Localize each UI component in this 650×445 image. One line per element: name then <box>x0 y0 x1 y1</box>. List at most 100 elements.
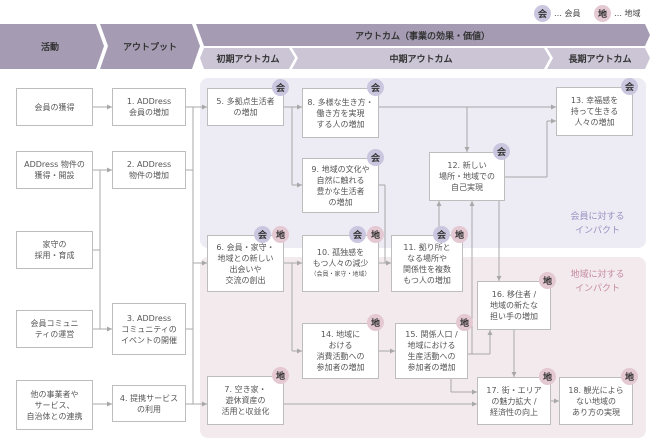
node-label: 3. ADDress コミュニティの イベントの開催 <box>121 313 177 345</box>
node-label: 6. 会員・家守・ 地域との新しい 出会いや 交流の創出 <box>216 242 275 285</box>
region-badge-icon: 地 <box>594 5 611 22</box>
node-label: ADDress 物件の 獲得・開設 <box>24 160 85 180</box>
regional-impact-label: 地域に対する インパクト <box>570 270 625 294</box>
node-badges: 会地 <box>433 226 468 243</box>
header-ribbon <box>0 24 650 69</box>
header-activities: 活動 <box>40 43 59 53</box>
node-label: 18. 観光によら ない地域の あり方の実現 <box>568 385 624 417</box>
node-n12: 12. 新しい 場所・地域での 自己実現 <box>429 152 505 201</box>
region-badge-icon: 地 <box>456 314 473 331</box>
node-n6: 6. 会員・家守・ 地域との新しい 出会いや 交流の創出 <box>207 235 284 292</box>
node-badges: 会 <box>493 143 510 160</box>
node-o2: 2. ADDress 物件の増加 <box>112 151 186 189</box>
header-early-shape <box>200 48 295 69</box>
node-label: 家守の 採用・育成 <box>34 240 75 260</box>
node-a2: ADDress 物件の 獲得・開設 <box>16 151 93 189</box>
node-label: 12. 新しい 場所・地域での 自己実現 <box>439 161 495 192</box>
node-n17: 17. 街・エリア の魅力拡大 / 経済性の向上 <box>477 377 551 425</box>
node-label: 10. 孤独感を もつ人々の減少 <box>312 248 369 268</box>
legend-member: 会 … 会員 <box>534 5 581 22</box>
node-n16: 16. 移住者 / 地域の新たな 担い手の増加 <box>477 281 551 330</box>
region-badge-icon: 地 <box>272 367 289 384</box>
node-label: 他の事業者や サービス、 自治体との連携 <box>26 389 83 421</box>
node-badges: 地 <box>367 314 384 331</box>
node-n10: 10. 孤独感を もつ人々の減少 （会員・家守・地域） <box>302 235 379 292</box>
node-n8: 8. 多様な生き方・ 働き方を実現 する人の増加 <box>302 88 379 138</box>
header-activities-shape <box>0 24 104 69</box>
header-early: 初期アウトカム <box>216 55 280 65</box>
node-label: 14. 地域に おける 消費活動への 参加者の増加 <box>316 330 365 372</box>
member-badge-icon: 会 <box>433 226 450 243</box>
node-o4: 4. 提携サービス の利用 <box>112 385 186 422</box>
header-long: 長期アウトカム <box>568 55 632 65</box>
node-n13: 13. 幸福感を 持って生きる 人々の増加 <box>556 87 633 136</box>
node-label: 16. 移住者 / 地域の新たな 担い手の増加 <box>490 290 538 321</box>
node-o1: 1. ADDress 会員の増加 <box>112 88 186 126</box>
node-n15: 15. 関係人口 / 地域における 生産活動への 参加者の増加 <box>395 323 468 379</box>
legend-region-label: … 地域 <box>614 9 641 18</box>
node-label: 9. 地域の文化や 自然に触れる 豊かな生活者 の増加 <box>311 164 370 207</box>
header-mid-shape <box>292 48 550 69</box>
region-badge-icon: 地 <box>451 226 468 243</box>
node-n11: 11. 拠り所と なる場所や 関係性を複数 もつ人の増加 <box>391 235 463 292</box>
node-badges: 地 <box>539 368 556 385</box>
node-n9: 9. 地域の文化や 自然に触れる 豊かな生活者 の増加 <box>302 158 379 213</box>
header-outcomes-shape <box>196 24 650 46</box>
region-badge-icon: 地 <box>367 314 384 331</box>
member-badge-icon: 会 <box>272 79 289 96</box>
node-n7: 7. 空き家・ 遊休資産の 活用と収益化 <box>207 376 284 425</box>
member-badge-icon: 会 <box>254 226 271 243</box>
node-label: 15. 関係人口 / 地域における 生産活動への 参加者の増加 <box>405 330 458 372</box>
node-label: 1. ADDress 会員の増加 <box>126 97 172 117</box>
node-badges: 会地 <box>349 226 384 243</box>
node-label: 17. 街・エリア の魅力拡大 / 経済性の向上 <box>486 385 542 417</box>
node-n5: 5. 多拠点生活者 の増加 <box>207 88 284 126</box>
node-label: 会員の獲得 <box>34 102 75 112</box>
node-label: 11. 拠り所と なる場所や 関係性を複数 もつ人の増加 <box>403 242 451 285</box>
member-badge-icon: 会 <box>534 5 551 22</box>
node-n18: 18. 観光によら ない地域の あり方の実現 <box>559 377 633 425</box>
node-badges: 会地 <box>254 226 289 243</box>
node-label: 8. 多様な生き方・ 働き方を実現 する人の増加 <box>307 97 374 129</box>
node-badges: 会 <box>367 79 384 96</box>
legend-member-label: … 会員 <box>554 9 581 18</box>
region-badge-icon: 地 <box>621 368 638 385</box>
member-badge-icon: 会 <box>349 226 366 243</box>
header-long-shape <box>547 48 650 69</box>
node-label: 7. 空き家・ 遊休資産の 活用と収益化 <box>221 385 270 416</box>
node-badges: 地 <box>456 314 473 331</box>
node-badges: 地 <box>539 272 556 289</box>
node-label: 2. ADDress 物件の増加 <box>126 160 172 180</box>
region-badge-icon: 地 <box>539 368 556 385</box>
header-outputs: アウトプット <box>122 43 177 53</box>
header-outputs-shape <box>100 24 200 69</box>
header-outcomes: アウトカム（事業の効果・価値） <box>354 31 490 42</box>
node-label: 5. 多拠点生活者 の増加 <box>216 97 275 117</box>
member-badge-icon: 会 <box>493 143 510 160</box>
member-impact-label: 会員に対する インパクト <box>570 212 625 236</box>
node-badges: 会 <box>272 79 289 96</box>
node-a5: 他の事業者や サービス、 自治体との連携 <box>16 380 93 430</box>
node-a4: 会員コミュニ ティの運営 <box>16 310 93 348</box>
region-badge-icon: 地 <box>539 272 556 289</box>
node-badges: 地 <box>272 367 289 384</box>
node-label: 13. 幸福感を 持って生きる 人々の増加 <box>570 96 619 127</box>
region-badge-icon: 地 <box>272 226 289 243</box>
region-badge-icon: 地 <box>367 226 384 243</box>
member-badge-icon: 会 <box>367 149 384 166</box>
member-badge-icon: 会 <box>367 79 384 96</box>
node-o3: 3. ADDress コミュニティの イベントの開催 <box>112 303 186 355</box>
header-mid: 中期アウトカム <box>389 55 453 65</box>
node-badges: 地 <box>621 368 638 385</box>
node-label: 会員コミュニ ティの運営 <box>30 319 79 339</box>
node-n14: 14. 地域に おける 消費活動への 参加者の増加 <box>302 323 379 379</box>
node-sublabel: （会員・家守・地域） <box>310 271 371 278</box>
node-badges: 会 <box>621 78 638 95</box>
node-label: 4. 提携サービス の利用 <box>119 393 179 414</box>
node-a1: 会員の獲得 <box>16 88 93 126</box>
member-badge-icon: 会 <box>621 78 638 95</box>
node-badges: 会 <box>367 149 384 166</box>
node-a3: 家守の 採用・育成 <box>16 231 93 269</box>
legend-region: 地 … 地域 <box>594 5 641 22</box>
